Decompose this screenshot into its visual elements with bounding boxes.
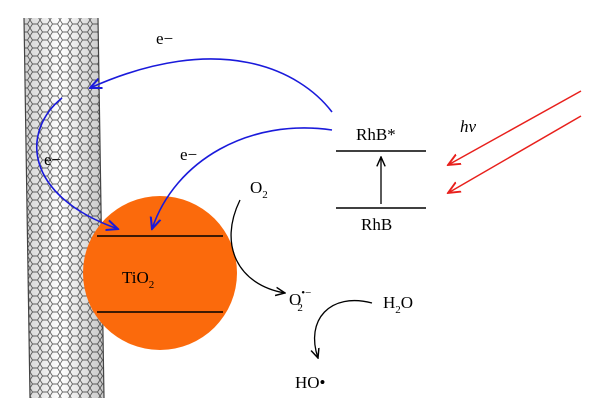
carbon-nanotube [23, 17, 105, 399]
rhb-energy-levels: RhB* RhB [336, 125, 426, 234]
electron-label-mid: e− [180, 145, 197, 164]
light-arrow-upper [448, 90, 582, 165]
superoxide-label: O•−2 [289, 287, 311, 314]
light-label: hν [460, 117, 477, 136]
electron-arrow-rhb-to-tio2 [152, 127, 333, 229]
tio2-label: TiO2 [122, 268, 154, 291]
hydroxyl-label: HO• [295, 373, 326, 392]
electron-arrow-to-nanotube [90, 58, 333, 113]
oxygen-reduction: O2 O•−2 [230, 178, 311, 314]
light-arrow-lower [448, 115, 582, 193]
h2o-label: H2O [383, 293, 413, 316]
electron-arrows: e− e− e− [35, 29, 333, 229]
o2-label: O2 [250, 178, 268, 201]
h2o-oxidation-arrow [315, 299, 373, 358]
hydroxyl-formation: H2O HO• [295, 293, 413, 392]
rhb-ground-label: RhB [361, 215, 392, 234]
electron-label-left: e− [44, 150, 61, 169]
o2-reduction-arrow [230, 199, 285, 293]
rhb-excited-label: RhB* [356, 125, 396, 144]
electron-arrow-nanotube-to-tio2 [35, 97, 118, 229]
tio2-sphere [83, 196, 237, 350]
electron-label-top: e− [156, 29, 173, 48]
tio2-particle: TiO2 [83, 196, 237, 350]
light-arrows: hν [448, 90, 582, 193]
